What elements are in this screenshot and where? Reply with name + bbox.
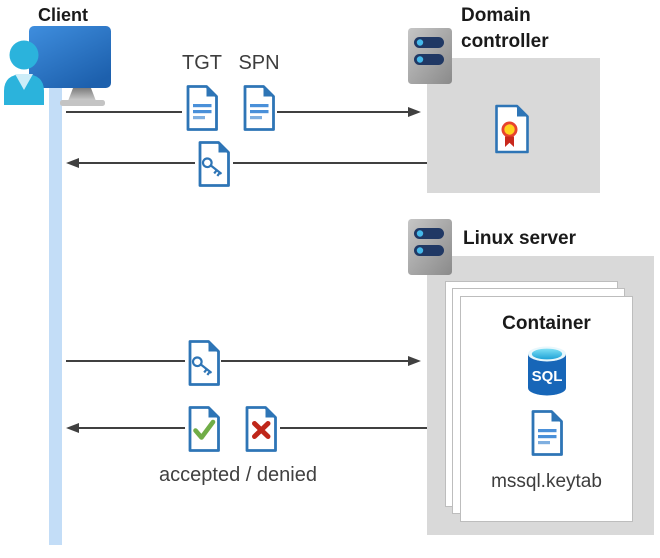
denied-document-icon [245, 406, 277, 452]
client-label: Client [37, 5, 88, 25]
ticket-key-document-icon [198, 141, 230, 187]
arrow-line [78, 427, 185, 429]
spn-document-icon [243, 85, 275, 131]
arrow-line [78, 162, 195, 164]
domain-controller-label: Domain controller [461, 5, 549, 52]
tgt-label: TGT [182, 52, 222, 74]
accepted-document-icon [188, 406, 220, 452]
arrow-line [66, 360, 185, 362]
sql-database-icon: SQL [528, 346, 566, 396]
sql-label: SQL [532, 368, 563, 385]
client-lifeline [49, 86, 62, 545]
keytab-document-icon [531, 410, 563, 456]
arrow-line [233, 162, 427, 164]
arrow-line [277, 111, 408, 113]
container-card: Container SQL mssql.keytab [460, 296, 633, 522]
arrowhead-right [408, 355, 421, 366]
arrowhead-right [408, 106, 421, 117]
arrow-line [66, 111, 182, 113]
client-user-computer-icon [4, 26, 111, 106]
linux-server-label: Linux server [463, 228, 576, 249]
keytab-label: mssql.keytab [491, 471, 602, 492]
spn-label: SPN [238, 52, 280, 74]
server-icon [408, 219, 452, 275]
arrowhead-left [66, 157, 79, 168]
container-label: Container [502, 313, 591, 334]
arrowhead-left [66, 422, 79, 433]
arrow-line [221, 360, 408, 362]
ticket-key-document-icon [188, 340, 220, 386]
tgt-document-icon [186, 85, 218, 131]
accepted-denied-caption: accepted / denied [159, 464, 317, 486]
certificate-icon [495, 104, 529, 154]
arrow-line [280, 427, 427, 429]
server-icon [408, 28, 452, 84]
